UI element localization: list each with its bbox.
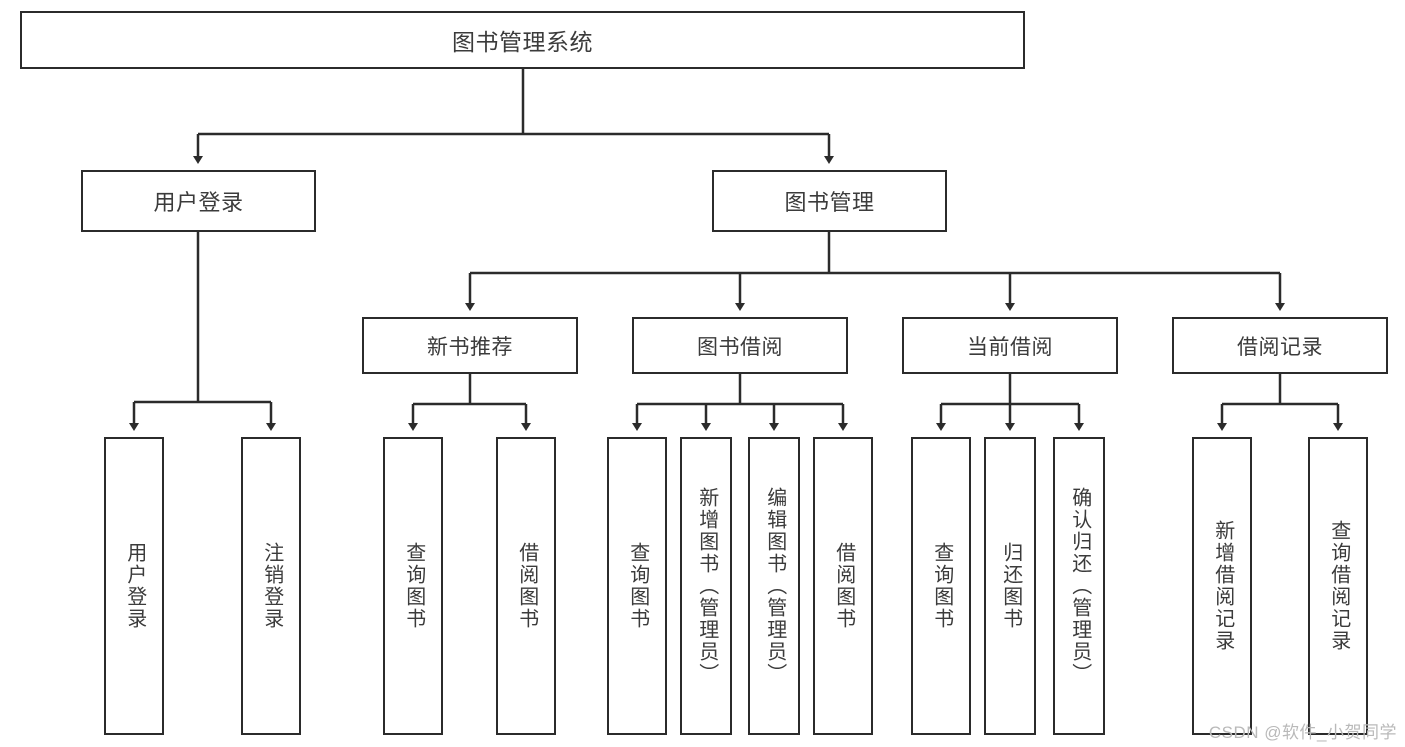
node-label: 查询图书: [402, 542, 425, 630]
node-label: 图书借阅: [697, 335, 783, 359]
node-label: 新增图书（管理员）: [695, 487, 718, 685]
watermark-text: CSDN @软件_小贺同学: [1208, 723, 1397, 742]
leaf-borrow-books-borrowing[interactable]: 借阅图书: [813, 437, 873, 735]
node-book-management[interactable]: 图书管理: [712, 170, 947, 232]
node-label: 图书管理: [784, 190, 875, 215]
leaf-query-books-recommend[interactable]: 查询图书: [383, 437, 443, 735]
node-label: 归还图书: [999, 542, 1022, 630]
node-label: 确认归还（管理员）: [1068, 487, 1091, 685]
leaf-add-borrow-record[interactable]: 新增借阅记录: [1192, 437, 1252, 735]
node-label: 借阅图书: [832, 542, 855, 630]
node-book-borrowing[interactable]: 图书借阅: [632, 317, 848, 374]
node-label: 新书推荐: [427, 335, 513, 359]
node-label: 当前借阅: [967, 335, 1053, 359]
leaf-user-login[interactable]: 用户登录: [104, 437, 164, 735]
node-label: 图书管理系统: [452, 29, 593, 55]
node-label: 查询图书: [626, 542, 649, 630]
leaf-query-borrow-record[interactable]: 查询借阅记录: [1308, 437, 1368, 735]
node-label: 编辑图书（管理员）: [763, 487, 786, 685]
node-label: 用户登录: [153, 190, 244, 215]
node-root-system[interactable]: 图书管理系统: [20, 11, 1025, 69]
leaf-return-books[interactable]: 归还图书: [984, 437, 1036, 735]
leaf-query-books-current[interactable]: 查询图书: [911, 437, 971, 735]
leaf-borrow-books-recommend[interactable]: 借阅图书: [496, 437, 556, 735]
node-borrowing-records[interactable]: 借阅记录: [1172, 317, 1388, 374]
node-label: 注销登录: [260, 542, 283, 630]
node-new-book-recommendation[interactable]: 新书推荐: [362, 317, 578, 374]
node-current-borrowing[interactable]: 当前借阅: [902, 317, 1118, 374]
node-label: 借阅记录: [1237, 335, 1323, 359]
leaf-add-book-admin[interactable]: 新增图书（管理员）: [680, 437, 732, 735]
leaf-query-books-borrowing[interactable]: 查询图书: [607, 437, 667, 735]
leaf-logout[interactable]: 注销登录: [241, 437, 301, 735]
node-label: 查询图书: [930, 542, 953, 630]
node-user-login[interactable]: 用户登录: [81, 170, 316, 232]
node-label: 查询借阅记录: [1327, 520, 1350, 652]
node-label: 新增借阅记录: [1211, 520, 1234, 652]
node-label: 用户登录: [123, 542, 146, 630]
node-label: 借阅图书: [515, 542, 538, 630]
leaf-confirm-return-admin[interactable]: 确认归还（管理员）: [1053, 437, 1105, 735]
leaf-edit-book-admin[interactable]: 编辑图书（管理员）: [748, 437, 800, 735]
